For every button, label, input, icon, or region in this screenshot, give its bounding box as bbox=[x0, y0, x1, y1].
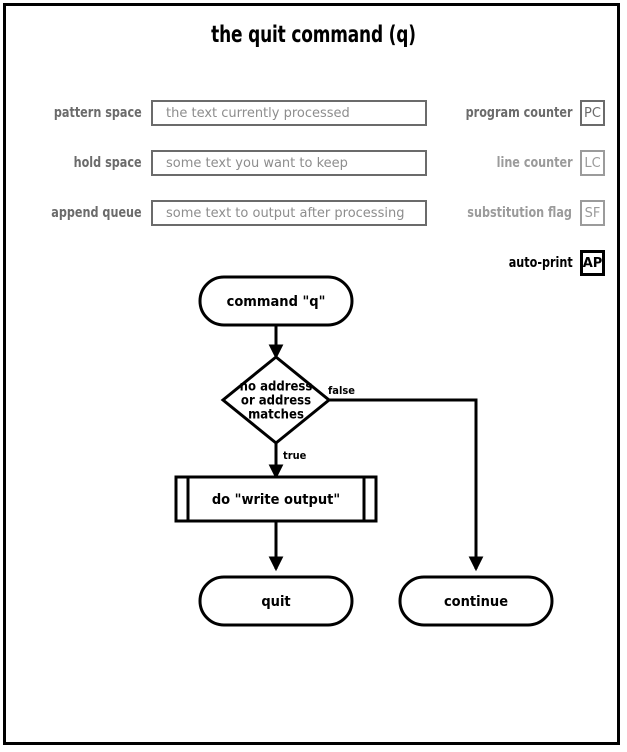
state-field-label: pattern space bbox=[53, 105, 142, 121]
edge-label-false: false bbox=[328, 384, 355, 397]
edge-label-true: true bbox=[283, 449, 307, 462]
register-badge-lc[interactable]: LC bbox=[580, 150, 605, 176]
flow-node-decision-line2: or address bbox=[241, 394, 311, 409]
register-label: program counter bbox=[465, 105, 573, 121]
pattern-space-input[interactable]: the text currently processed bbox=[151, 100, 427, 126]
page-title: the quit command (q) bbox=[211, 22, 416, 48]
flow-node-quit-shape bbox=[198, 575, 354, 627]
flow-node-decision-line1: no address bbox=[240, 380, 313, 395]
page-border bbox=[3, 3, 620, 745]
flow-node-decision-shape bbox=[220, 355, 332, 445]
register-substitution-flag: substitution flag SF bbox=[449, 200, 605, 226]
edge-decision-false-to-continue bbox=[329, 398, 484, 572]
register-badge-ap[interactable]: AP bbox=[580, 250, 605, 276]
flow-node-decision[interactable]: no address or address matches bbox=[220, 355, 332, 445]
flow-node-continue[interactable]: continue bbox=[398, 575, 554, 627]
flow-node-continue-label: continue bbox=[444, 594, 508, 610]
hold-space-input[interactable]: some text you want to keep bbox=[151, 150, 427, 176]
register-line-counter: line counter LC bbox=[483, 150, 605, 176]
flow-node-process-label: do "write output" bbox=[212, 492, 340, 508]
register-badge-pc[interactable]: PC bbox=[580, 100, 605, 126]
flow-node-process-shape bbox=[174, 475, 378, 523]
register-label: auto-print bbox=[508, 255, 573, 271]
flow-node-quit[interactable]: quit bbox=[198, 575, 354, 627]
flow-node-start-shape bbox=[198, 275, 354, 327]
state-field-pattern-space: pattern space the text currently process… bbox=[20, 100, 427, 126]
flow-node-start[interactable]: command "q" bbox=[198, 275, 354, 327]
state-field-label: append queue bbox=[51, 205, 142, 221]
state-field-label: hold space bbox=[73, 155, 142, 171]
flow-node-decision-line3: matches bbox=[248, 408, 304, 423]
register-label: line counter bbox=[496, 155, 573, 171]
register-badge-sf[interactable]: SF bbox=[580, 200, 605, 226]
state-field-value: some text you want to keep bbox=[166, 155, 348, 171]
flow-node-quit-label: quit bbox=[261, 594, 290, 610]
register-auto-print: auto-print AP bbox=[497, 250, 605, 276]
state-field-append-queue: append queue some text to output after p… bbox=[20, 200, 427, 226]
register-label: substitution flag bbox=[467, 205, 573, 221]
append-queue-input[interactable]: some text to output after processing bbox=[151, 200, 427, 226]
state-field-value: some text to output after processing bbox=[166, 205, 405, 221]
state-field-value: the text currently processed bbox=[166, 105, 350, 121]
state-field-hold-space: hold space some text you want to keep bbox=[20, 150, 427, 176]
flow-node-process[interactable]: do "write output" bbox=[174, 475, 378, 523]
flow-node-continue-shape bbox=[398, 575, 554, 627]
register-program-counter: program counter PC bbox=[447, 100, 605, 126]
flow-node-start-label: command "q" bbox=[227, 294, 326, 310]
